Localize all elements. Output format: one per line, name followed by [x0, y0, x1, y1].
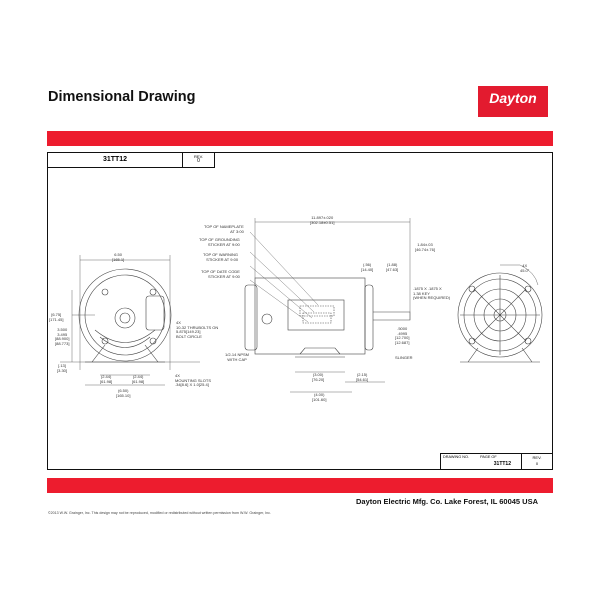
rev-label: REV.: [194, 154, 203, 159]
grounding-note: TOP OF GROUNDING STICKER AT 9:00: [199, 237, 240, 247]
dim-base-width: (6.50) [165.10]: [116, 388, 131, 398]
dim-base: [.13] [3.30]: [57, 363, 68, 373]
page-of-label: PAGE OF: [480, 455, 497, 459]
rev-value: 0: [197, 158, 200, 164]
bottom-rev-cell: REV. 0: [521, 453, 553, 470]
bottom-rev-value: 0: [535, 461, 539, 466]
datecode-note: TOP OF DATE CODE STICKER AT 9:00: [201, 269, 240, 279]
company-address: Dayton Electric Mfg. Co. Lake Forest, IL…: [356, 497, 538, 506]
mounting-slots-note: 4X MOUNTING SLOTS .34[8.6] X 1.0[25.4]: [175, 373, 212, 387]
bottom-rev-label: REV.: [532, 455, 542, 460]
bottom-red-bar: [47, 478, 553, 493]
end-view-right: [457, 264, 543, 363]
dim-188: (1.88) [47.63]: [386, 262, 399, 272]
dim-width-top: 6.50 [165.1]: [112, 252, 125, 262]
dayton-logo: Dayton: [478, 86, 548, 117]
thrubolts-note: 4X 10-32 THRUBOLTS ON 5.875[149.23] BOLT…: [176, 320, 219, 339]
dim-half-2: (2.44) [61.98]: [132, 374, 145, 384]
rev-cell: REV. 0: [182, 152, 215, 168]
dim-foot-215: (2.15) [54.61]: [356, 372, 369, 382]
warning-note: TOP OF WARNING STICKER AT 9:00: [203, 252, 239, 262]
key-note: .1875 X .1875 X 1.38 KEY (WHEN REQUIRED): [413, 286, 451, 300]
page-title: Dimensional Drawing: [48, 89, 196, 105]
copyright-notice: ©2013 W.W. Grainger, Inc. This design ma…: [48, 511, 271, 515]
dim-shaft-extension: 1.84±.03 [46.74±.76]: [415, 242, 435, 252]
dim-half-1: (2.44) [61.98]: [100, 374, 113, 384]
dim-overall-length: 11.897±.020 [302.18±0.51]: [310, 215, 335, 225]
dim-foot-4: (4.00) [101.60]: [312, 392, 327, 402]
angle-note: 4X 45.0°: [520, 263, 530, 273]
side-view: [244, 218, 411, 393]
nameplate-note: TOP OF NAMEPLATE AT 3:00: [204, 224, 244, 234]
dim-height: [6.75] [171.45]: [49, 312, 64, 322]
dim-56: (.56) [14.40]: [361, 262, 374, 272]
dim-foot-3: (3.00) [76.20]: [312, 372, 325, 382]
dim-shaft-diameter: .5000 .4995 [12.700] [12.687]: [395, 326, 410, 345]
drawing-no-cell: DRAWING NO. PAGE OF 31TT12: [440, 453, 522, 470]
conduit-note: 1/2-14 NPSM WITH CAP: [225, 352, 250, 362]
drawing-no-value: 31TT12: [493, 461, 511, 467]
drawing-no-label: DRAWING NO.: [443, 455, 470, 459]
dim-pilot: 3.500 3.495 [88.900] [88.773]: [55, 327, 70, 346]
end-view-left: [60, 255, 200, 386]
slinger-label: SLINGER: [395, 355, 413, 360]
top-red-bar: [47, 131, 553, 146]
drawing-frame: [47, 152, 553, 470]
